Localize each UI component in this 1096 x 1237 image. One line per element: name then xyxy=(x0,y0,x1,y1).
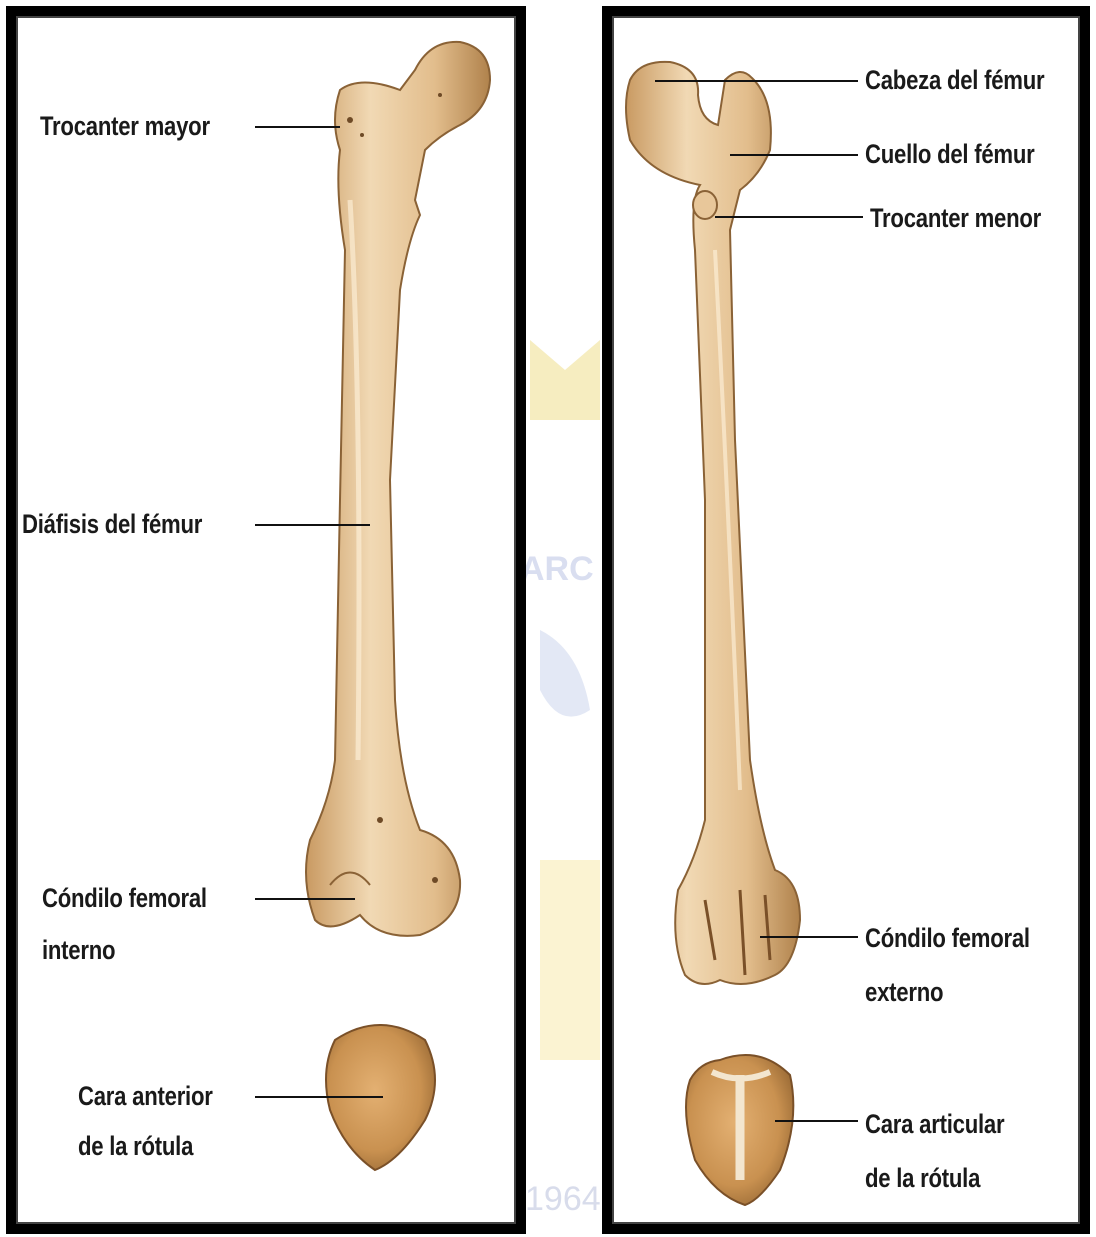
label-condilo-externo-line2: externo xyxy=(865,976,943,1008)
label-condilo-externo-line1: Cóndilo femoral xyxy=(865,922,1030,954)
leader-diafisis-femur xyxy=(255,524,370,526)
left-femur-anterior xyxy=(306,42,490,936)
label-rotula-anterior-line2: de la rótula xyxy=(78,1130,193,1162)
leader-condilo-interno xyxy=(255,898,355,900)
label-condilo-interno-line1: Cóndilo femoral xyxy=(42,882,207,914)
label-rotula-articular-line2: de la rótula xyxy=(865,1162,980,1194)
right-patella-articular xyxy=(686,1055,793,1205)
label-trocanter-menor: Trocanter menor xyxy=(870,202,1041,234)
leader-cabeza-femur xyxy=(655,80,858,82)
label-trocanter-mayor: Trocanter mayor xyxy=(40,110,210,142)
leader-cuello-femur xyxy=(730,154,858,156)
leader-rotula-articular xyxy=(775,1120,858,1122)
leader-trocanter-menor xyxy=(715,216,863,218)
leader-condilo-externo xyxy=(760,936,858,938)
label-cabeza-femur: Cabeza del fémur xyxy=(865,64,1044,96)
label-diafisis-femur: Diáfisis del fémur xyxy=(22,508,202,540)
label-condilo-interno-line2: interno xyxy=(42,934,115,966)
label-cuello-femur: Cuello del fémur xyxy=(865,138,1035,170)
label-rotula-articular-line1: Cara articular xyxy=(865,1108,1004,1140)
label-rotula-anterior-line1: Cara anterior xyxy=(78,1080,213,1112)
right-femur-posterior xyxy=(626,62,800,984)
leader-rotula-anterior xyxy=(255,1096,383,1098)
leader-trocanter-mayor xyxy=(255,126,340,128)
